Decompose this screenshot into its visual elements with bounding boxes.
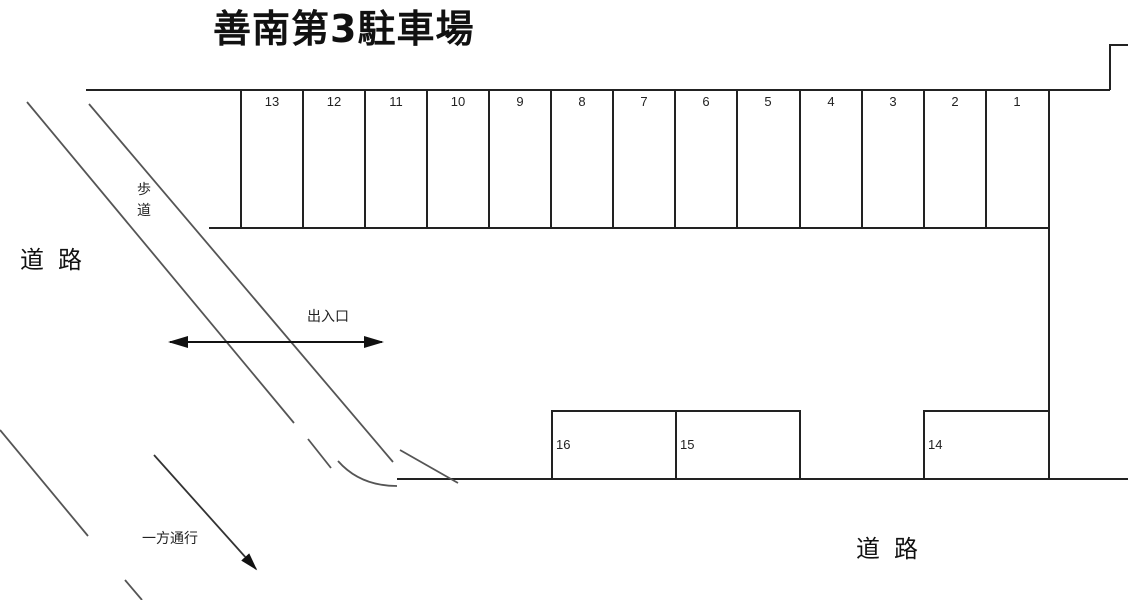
sidewalk-outer-line-segment — [307, 438, 332, 469]
space-4[interactable]: 4 — [827, 94, 834, 109]
space-1[interactable]: 1 — [1013, 94, 1020, 109]
space-10[interactable]: 10 — [451, 94, 465, 109]
space-12[interactable]: 12 — [327, 94, 341, 109]
space-6[interactable]: 6 — [702, 94, 709, 109]
entrance-corner-line — [399, 449, 459, 484]
top-right-step — [1109, 44, 1128, 90]
space-14-outline — [923, 410, 1049, 479]
sidewalk-inner-line — [88, 103, 394, 463]
road-line-bottom — [124, 579, 143, 600]
top-row-spaces: 13 12 11 10 9 8 7 6 5 4 3 2 1 — [265, 94, 1021, 109]
space-8[interactable]: 8 — [578, 94, 585, 109]
road-label-left: 道路 — [20, 246, 96, 274]
space-7[interactable]: 7 — [640, 94, 647, 109]
entrance-label: 出入口 — [307, 309, 349, 325]
space-3[interactable]: 3 — [889, 94, 896, 109]
curb-curve — [337, 460, 398, 487]
parking-structure — [86, 44, 1128, 480]
space-11[interactable]: 11 — [389, 94, 403, 109]
space-14[interactable]: 14 — [928, 437, 942, 452]
one-way-label: 一方通行 — [142, 531, 198, 547]
one-way-arrow-icon — [153, 454, 258, 571]
space-9[interactable]: 9 — [516, 94, 523, 109]
road-line-lower — [0, 429, 89, 537]
sidewalk-label-2: 道 — [137, 203, 151, 219]
sidewalk-outer-line — [26, 101, 295, 424]
bottom-spaces: 16 15 14 — [551, 410, 1049, 479]
space-5[interactable]: 5 — [764, 94, 771, 109]
space-2[interactable]: 2 — [951, 94, 958, 109]
space-15[interactable]: 15 — [680, 437, 694, 452]
space-16[interactable]: 16 — [556, 437, 570, 452]
sidewalk-label-1: 歩 — [137, 182, 151, 198]
road-label-bottom: 道路 — [856, 535, 932, 563]
diagonal-road — [0, 101, 459, 600]
page-title: 善南第3駐車場 — [213, 7, 474, 51]
space-13[interactable]: 13 — [265, 94, 279, 109]
